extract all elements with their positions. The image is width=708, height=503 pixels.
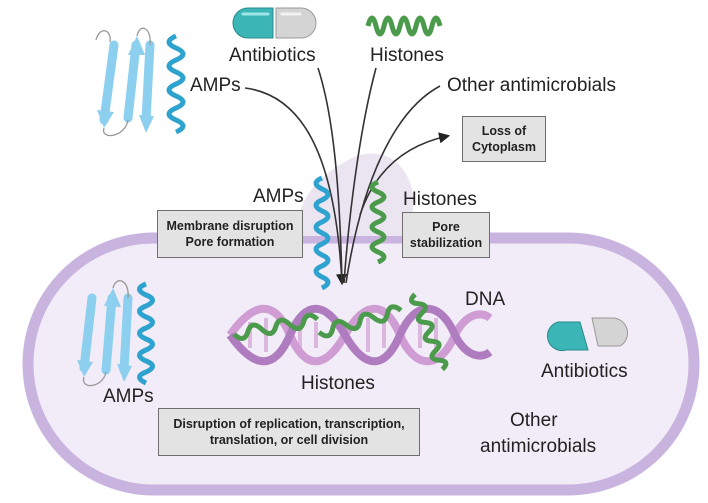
box-disruption-line1: Disruption of replication, transcription…: [173, 417, 405, 431]
antibiotic-capsule-icon-top: [232, 7, 317, 39]
label-histones-membrane: Histones: [403, 189, 477, 210]
label-other-antimicrobials-top: Other antimicrobials: [447, 75, 616, 96]
histone-helix-icon-membrane: [369, 179, 387, 265]
histone-helix-icon-dna-3: [408, 292, 449, 372]
antibiotic-capsule-icon-inside: [546, 317, 629, 352]
amp-helix-icon-membrane: [313, 175, 331, 291]
histone-coil-icon-top: [365, 15, 443, 37]
box-pore-line2: stabilization: [409, 236, 483, 250]
arrow-other-to-cell: [345, 85, 441, 284]
arrow-loss-of-cytoplasm: [359, 132, 451, 216]
label-amps-inside: AMPs: [103, 386, 154, 407]
box-disruption-of-replication: Disruption of replication, transcription…: [158, 408, 420, 456]
box-membrane-line2: Pore formation: [185, 235, 275, 249]
arrow-antibiotics-to-cell: [317, 67, 343, 284]
incoming-arrows: [244, 67, 451, 286]
label-amps-membrane: AMPs: [253, 186, 304, 207]
box-membrane-disruption: Membrane disruption Pore formation: [157, 210, 303, 258]
label-amps-top: AMPs: [190, 75, 241, 96]
label-other-inside-line2: antimicrobials: [480, 436, 597, 457]
box-pore-stabilization: Pore stabilization: [402, 212, 490, 258]
arrow-histones-to-cell: [343, 67, 377, 284]
amp-helix-icon-inside: [137, 281, 155, 386]
label-antibiotics-inside: Antibiotics: [541, 361, 628, 382]
box-loss-line2: Cytoplasm: [472, 140, 536, 154]
label-other-inside-line1: Other: [510, 410, 558, 431]
histone-helix-icon-dna-2: [317, 304, 403, 339]
amp-helix-icon-top: [166, 33, 186, 135]
label-histones-top: Histones: [370, 45, 444, 66]
label-histones-inside: Histones: [301, 373, 375, 394]
box-loss-line1: Loss of: [481, 124, 527, 138]
amp-beta-sheet-icon-top: [95, 27, 155, 137]
label-antibiotics-top: Antibiotics: [229, 45, 316, 66]
box-loss-of-cytoplasm: Loss of Cytoplasm: [462, 116, 546, 162]
box-membrane-line1: Membrane disruption: [166, 219, 294, 233]
amp-beta-sheet-icon-inside: [77, 280, 133, 387]
arrow-amps-to-cell: [244, 87, 348, 286]
label-dna: DNA: [465, 289, 506, 310]
box-pore-line1: Pore: [432, 220, 460, 234]
histone-helix-icon-dna-1: [232, 312, 320, 341]
box-disruption-line2: translation, or cell division: [209, 433, 369, 447]
